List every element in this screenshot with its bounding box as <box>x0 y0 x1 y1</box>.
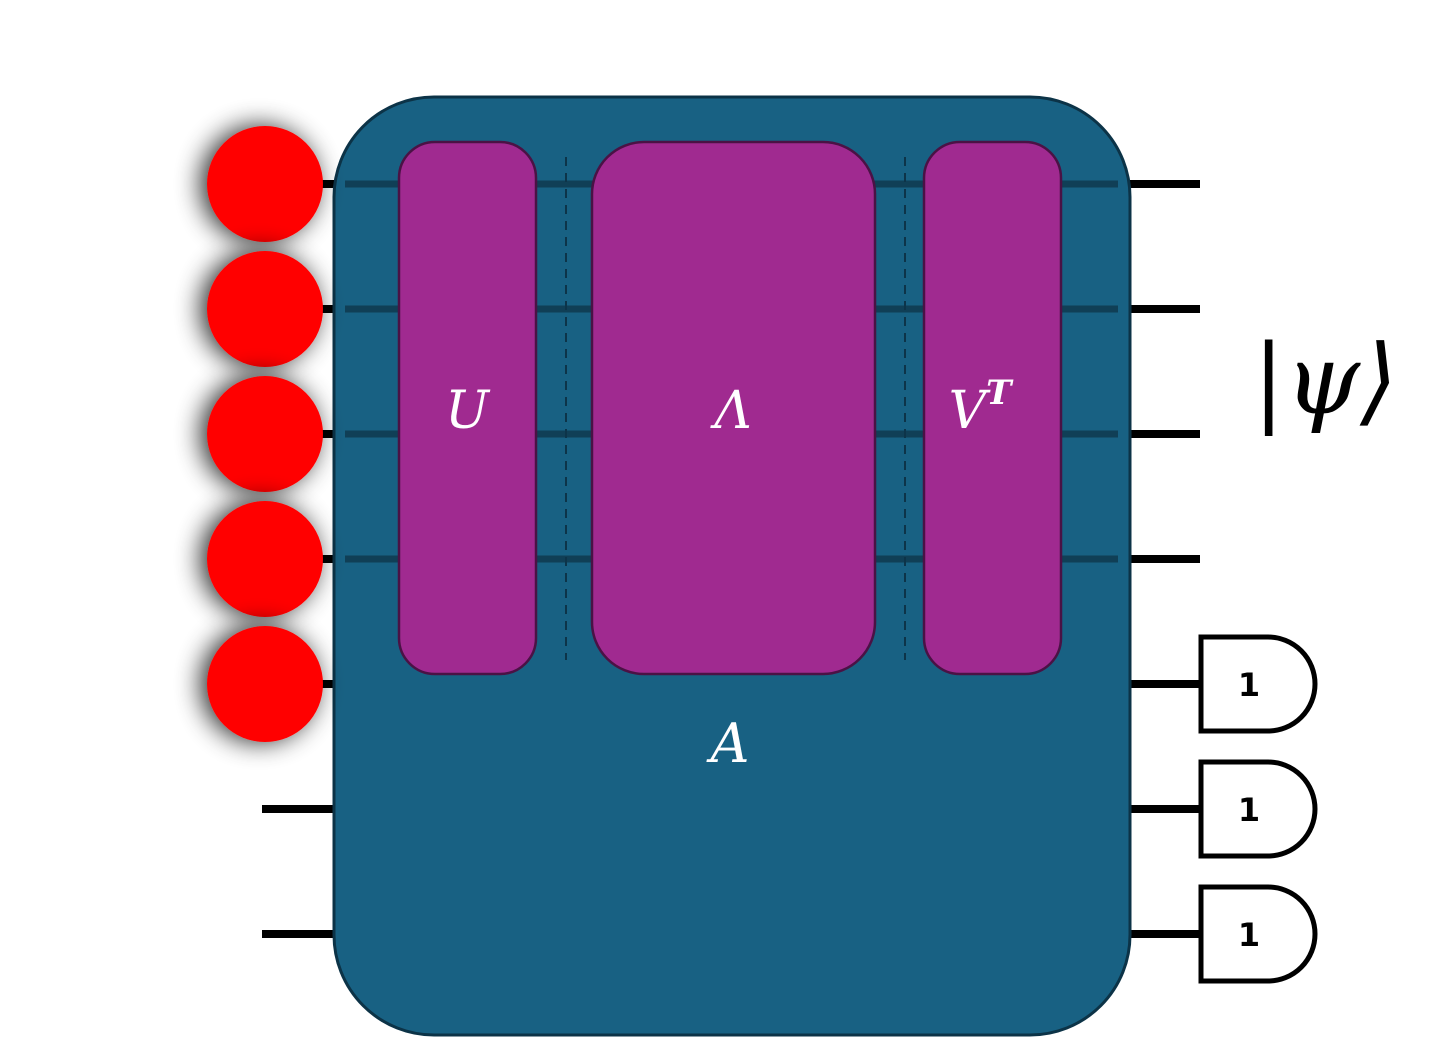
detector-label: 1 <box>1238 666 1260 704</box>
detector: 1 <box>1198 884 1318 984</box>
detector-icon <box>1198 884 1318 984</box>
gate-u-label: U <box>445 381 491 441</box>
qubit-icon <box>207 501 323 617</box>
detector: 1 <box>1198 634 1318 734</box>
output-wires <box>1118 180 1200 938</box>
qubit-icon <box>207 376 323 492</box>
detector-icon <box>1198 634 1318 734</box>
qubit-icon <box>207 126 323 242</box>
detector-label: 1 <box>1238 791 1260 829</box>
gate-u <box>397 140 538 676</box>
gate-v-transpose <box>922 140 1063 676</box>
gate-separators <box>565 157 906 660</box>
gate-vt-label: VT <box>949 373 1015 441</box>
gates <box>397 140 1063 676</box>
gate-lambda-label: Λ <box>710 381 752 441</box>
qubit-icon <box>207 626 323 742</box>
gate-lambda <box>590 140 877 676</box>
detector: 1 <box>1198 759 1318 859</box>
detectors: 1 1 1 <box>1198 634 1318 984</box>
block-a-label: A <box>706 712 750 775</box>
detector-label: 1 <box>1238 916 1260 954</box>
input-qubits <box>207 126 323 742</box>
state-label: |ψ⟩ <box>1252 324 1397 436</box>
gate-vt-superscript: T <box>986 373 1014 413</box>
qubit-icon <box>207 251 323 367</box>
gate-vt-base: V <box>949 381 991 441</box>
detector-icon <box>1198 759 1318 859</box>
